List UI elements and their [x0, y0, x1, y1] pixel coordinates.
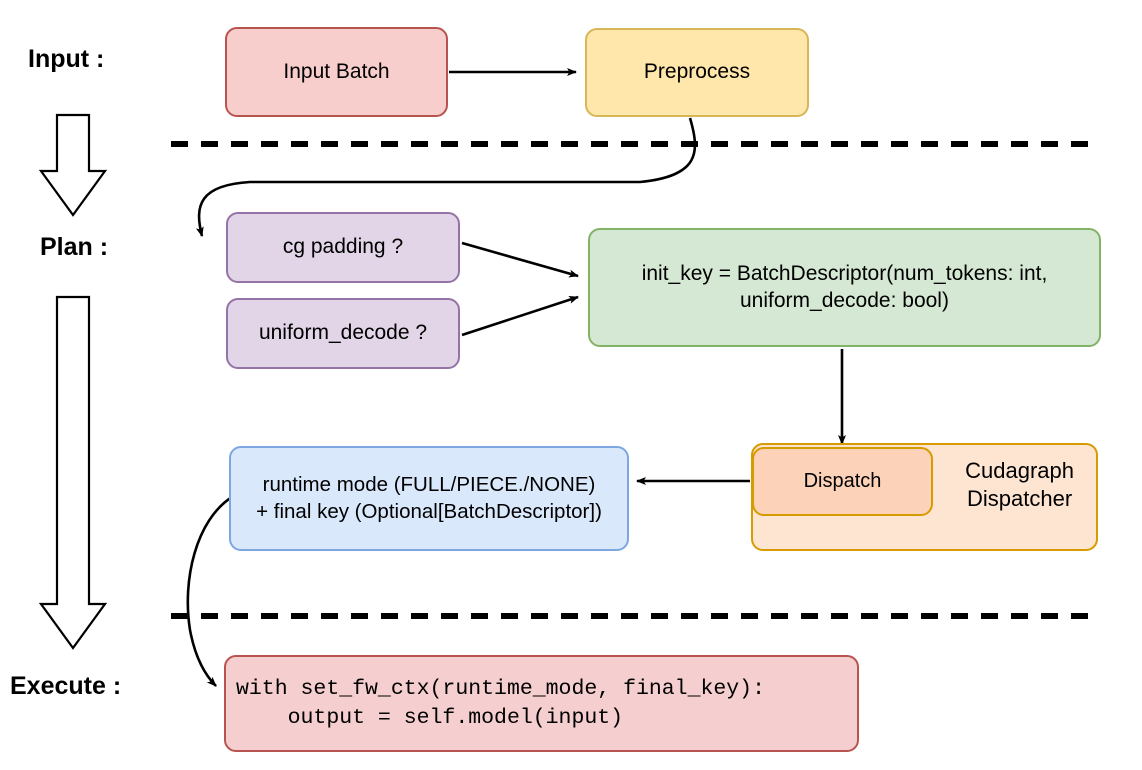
- node-runtime-mode-line2: + final key (Optional[BatchDescriptor]): [256, 499, 602, 523]
- input-to-plan-arrow: [38, 113, 108, 217]
- node-preprocess-label: Preprocess: [643, 60, 751, 84]
- node-cg-padding-label: cg padding ?: [282, 235, 404, 259]
- node-exec-code-text: with set_fw_ctx(runtime_mode, final_key)…: [236, 675, 765, 732]
- node-preprocess[interactable]: Preprocess: [585, 28, 809, 117]
- node-exec-code-line1: with set_fw_ctx(runtime_mode, final_key)…: [236, 677, 765, 702]
- node-cudagraph-dispatcher-line1: Cudagraph: [965, 458, 1074, 483]
- node-uniform-decode[interactable]: uniform_decode ?: [226, 298, 460, 369]
- node-dispatch[interactable]: Dispatch: [752, 447, 933, 516]
- node-init-key-text: init_key = BatchDescriptor(num_tokens: i…: [642, 261, 1048, 315]
- node-exec-code[interactable]: with set_fw_ctx(runtime_mode, final_key)…: [224, 655, 859, 752]
- node-cudagraph-dispatcher-line2: Dispatcher: [966, 486, 1073, 512]
- node-init-key-line2: uniform_decode: bool): [740, 288, 949, 312]
- node-exec-code-line2: output = self.model(input): [236, 705, 624, 730]
- node-input-batch-label: Input Batch: [283, 59, 390, 83]
- node-runtime-mode[interactable]: runtime mode (FULL/PIECE./NONE) + final …: [229, 446, 629, 551]
- connector-uniform-decode-to-init-key: [461, 295, 579, 337]
- connector-cg-padding-to-init-key: [461, 241, 579, 278]
- node-dispatch-label: Dispatch: [803, 469, 882, 492]
- node-runtime-mode-line1: runtime mode (FULL/PIECE./NONE): [262, 473, 596, 497]
- node-input-batch[interactable]: Input Batch: [225, 27, 448, 117]
- node-cudagraph-dispatcher-text: Cudagraph Dispatcher: [965, 457, 1074, 513]
- stage-label-execute: Execute :: [10, 672, 122, 700]
- stage-label-input: Input :: [28, 45, 105, 73]
- plan-to-execute-arrow: [38, 295, 108, 650]
- node-runtime-mode-text: runtime mode (FULL/PIECE./NONE) + final …: [256, 472, 602, 524]
- node-init-key[interactable]: init_key = BatchDescriptor(num_tokens: i…: [588, 228, 1101, 347]
- stage-label-plan: Plan :: [40, 233, 109, 261]
- node-uniform-decode-label: uniform_decode ?: [258, 321, 428, 345]
- node-init-key-line1: init_key = BatchDescriptor(num_tokens: i…: [641, 261, 1048, 285]
- connector-runtime-mode-to-exec-code: [186, 495, 233, 687]
- node-cg-padding[interactable]: cg padding ?: [226, 212, 460, 283]
